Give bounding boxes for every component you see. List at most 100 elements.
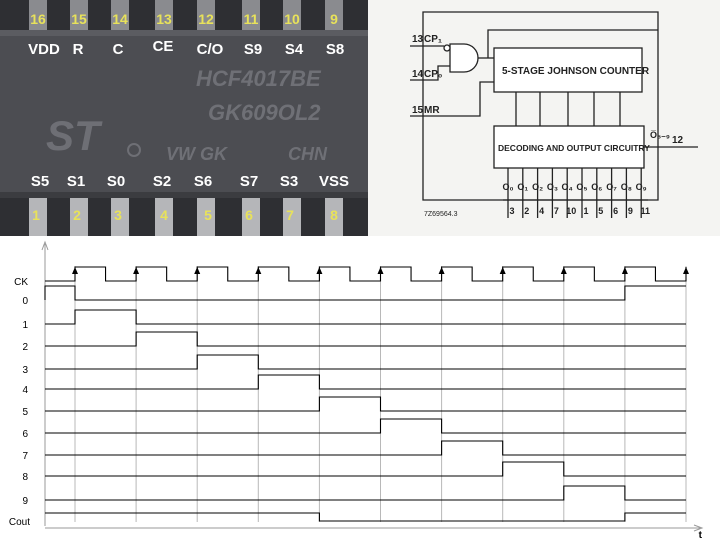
chip-body-highlight xyxy=(0,30,368,36)
schematic-drawing: 13 CP₁ 14 CP₀ 15 MR 5-STAGE JOHNSON COUN… xyxy=(410,11,698,218)
rising-edge-arrow-icon xyxy=(316,267,323,274)
top-pin-number: 15 xyxy=(71,11,87,27)
chip-pin xyxy=(325,198,343,236)
output-label: O₇ xyxy=(606,182,617,192)
signal-label: 4 xyxy=(22,385,28,396)
bottom-pin-number: 8 xyxy=(330,207,338,223)
chip-marking-origin-left: VW GK xyxy=(166,144,229,164)
counter-label: 5-STAGE JOHNSON COUNTER xyxy=(502,66,650,77)
top-pin-label: VDD xyxy=(28,41,60,58)
bottom-pin-label: S3 xyxy=(280,173,298,190)
output-pin-number: 11 xyxy=(640,206,650,216)
chip-photo-drawing: 16 15 14 13 12 11 10 9 VDD R C CE C/O S9… xyxy=(0,0,368,236)
top-pin-label: S8 xyxy=(326,41,344,58)
label-cp1: CP₁ xyxy=(424,34,442,45)
and-gate-icon xyxy=(449,43,479,73)
bottom-pin-number: 4 xyxy=(160,207,168,223)
top-pin-number: 9 xyxy=(330,11,338,27)
output-waveform xyxy=(45,440,686,456)
output-pin-number: 5 xyxy=(598,206,603,216)
output-waveform xyxy=(45,461,686,477)
time-axis-label: t xyxy=(699,530,703,540)
output-waveform xyxy=(45,309,686,325)
rising-edge-arrow-icon xyxy=(255,267,262,274)
chip-pin xyxy=(29,198,47,236)
chip-pin xyxy=(111,0,129,30)
rising-edge-arrow-icon xyxy=(133,267,140,274)
chip-pin xyxy=(197,0,215,30)
chip-pin xyxy=(283,198,301,236)
mr-line xyxy=(410,81,494,117)
output-waveform xyxy=(45,396,686,412)
output-label: O₆ xyxy=(591,182,602,192)
pin-15: 15 xyxy=(412,105,424,116)
top-pin-label: C/O xyxy=(197,41,224,58)
signal-label: 9 xyxy=(22,496,28,507)
rising-edge-arrow-icon xyxy=(194,267,201,274)
signal-label: 8 xyxy=(22,472,28,483)
chip-pin xyxy=(283,0,301,30)
signal-label: 6 xyxy=(22,429,28,440)
chip-pin xyxy=(111,198,129,236)
registered-mark-icon xyxy=(127,143,141,157)
chip-pin xyxy=(155,0,173,30)
top-pin-label: S9 xyxy=(244,41,262,58)
signal-label: 2 xyxy=(22,342,28,353)
top-pin-label: S4 xyxy=(285,41,304,58)
output-waveform xyxy=(44,285,686,301)
signal-label: Cout xyxy=(9,517,30,528)
bottom-pin-label: S0 xyxy=(107,173,125,190)
signal-label: 3 xyxy=(22,365,28,376)
schematic-frame xyxy=(422,11,659,201)
top-pin-number: 14 xyxy=(112,11,128,27)
chip-photo: 16 15 14 13 12 11 10 9 VDD R C CE C/O S9… xyxy=(0,0,368,236)
label-mr: MR xyxy=(424,105,440,116)
chip-pin xyxy=(197,198,215,236)
bottom-pin-number: 5 xyxy=(204,207,212,223)
carry-out-pin: 12 xyxy=(672,135,684,146)
output-label: O₁ xyxy=(517,182,528,192)
chip-pin xyxy=(70,198,88,236)
top-pin-label: C xyxy=(113,41,124,58)
bottom-pin-label: S7 xyxy=(240,173,258,190)
output-pin-number: 4 xyxy=(539,206,544,216)
signal-label: 7 xyxy=(22,451,28,462)
chip-pin xyxy=(155,198,173,236)
output-waveform xyxy=(45,331,686,347)
decoder-block xyxy=(493,125,645,169)
bottom-pin-label: S2 xyxy=(153,173,171,190)
signal-label: 5 xyxy=(22,407,28,418)
output-waveform xyxy=(45,485,686,501)
output-label: O₄ xyxy=(562,182,573,192)
chip-top-pins xyxy=(29,0,343,30)
output-pin-number: 6 xyxy=(613,206,618,216)
rising-edge-arrow-icon xyxy=(72,267,78,274)
signal-label: 1 xyxy=(22,320,28,331)
chip-pin xyxy=(242,0,260,30)
chip-body xyxy=(0,30,368,198)
pin-13: 13 xyxy=(412,34,424,45)
cp0-line xyxy=(410,65,450,81)
bottom-pin-number: 3 xyxy=(114,207,122,223)
top-pin-label: R xyxy=(73,41,84,58)
axis-arrow-icon xyxy=(693,524,704,532)
top-pin-number: 16 xyxy=(30,11,46,27)
signal-label: 0 xyxy=(22,296,28,307)
output-label: O₈ xyxy=(621,182,632,192)
bottom-pin-label: S5 xyxy=(31,173,49,190)
axis-arrow-icon xyxy=(41,240,49,251)
rising-edge-arrow-icon xyxy=(560,267,567,274)
top-pin-number: 10 xyxy=(284,11,300,27)
signal-label: CK xyxy=(14,277,28,288)
counter-decoder-bus xyxy=(515,92,621,126)
decoder-label: DECODING AND OUTPUT CIRCUITRY xyxy=(498,143,650,153)
output-label: O₂ xyxy=(532,182,543,192)
rising-edge-arrow-icon xyxy=(499,267,506,274)
pin-14: 14 xyxy=(412,69,424,80)
bottom-pin-number: 6 xyxy=(245,207,253,223)
chip-body-shadow xyxy=(0,192,368,198)
carry-out-label: O̅₅₋₉ xyxy=(650,130,670,140)
logic-schematic: 13 CP₁ 14 CP₀ 15 MR 5-STAGE JOHNSON COUN… xyxy=(368,0,720,236)
top-pin-number: 11 xyxy=(244,11,259,27)
